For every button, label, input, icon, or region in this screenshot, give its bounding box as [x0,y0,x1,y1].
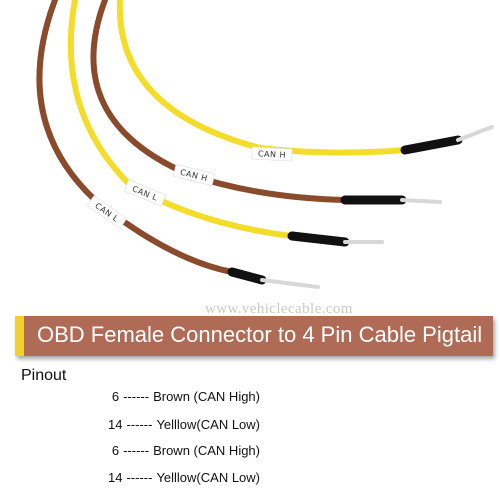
pinout-row: 6------Brown (CAN High) [0,443,260,458]
title-banner: OBD Female Connector to 4 Pin Cable Pigt… [15,316,493,356]
watermark: www.vehiclecable.com [205,301,353,317]
pin-separator: ------ [123,389,150,404]
pin-separator: ------ [126,417,153,432]
pin-description: Yelllow(CAN Low) [156,470,260,485]
pinout-row: 14------Yelllow(CAN Low) [0,417,260,432]
pin-description: Yelllow(CAN Low) [156,417,260,432]
heat-shrink-4 [400,135,463,155]
label-sleeve-2: CAN H [172,163,216,187]
label-sleeve-1: CAN H [251,146,293,162]
page-title: OBD Female Connector to 4 Pin Cable Pigt… [37,322,483,347]
pin-number: 14 [107,470,123,485]
heat-shrink-1 [227,267,267,285]
brown-wire-2 [90,0,348,203]
label-sleeve-4: CAN L [86,195,128,229]
pin-number: 6 [111,443,120,458]
pinout-row: 14------Yelllow(CAN Low) [0,470,260,485]
brown-wire-1 [36,0,235,275]
sleeve-label-text: CAN H [258,149,287,159]
pinout-row: 6------Brown (CAN High) [0,389,260,404]
heat-shrink-2 [287,231,350,247]
yellow-wire-2 [116,0,408,156]
pin-4 [456,125,494,142]
title-accent-bar [15,316,24,356]
pin-separator: ------ [126,470,153,485]
pin-1 [260,278,320,289]
pin-separator: ------ [123,443,150,458]
pin-number: 14 [107,417,123,432]
pin-description: Brown (CAN High) [153,443,260,458]
pin-3 [400,198,442,204]
cable-pigtail-photo: CAN H CAN H CAN L CAN L [36,0,494,289]
pinout-heading: Pinout [21,367,67,384]
label-sleeve-3: CAN L [123,179,167,207]
pin-description: Brown (CAN High) [153,389,260,404]
pin-number: 6 [111,389,120,404]
